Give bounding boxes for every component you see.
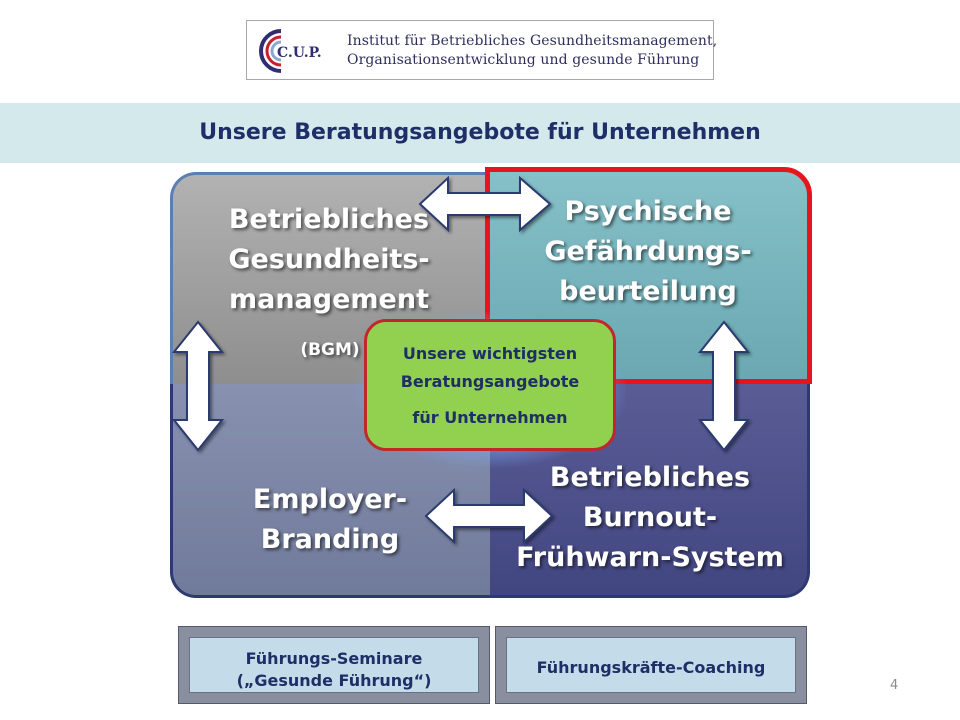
psych-label: Psychische Gefährdungs- beurteilung xyxy=(500,192,796,312)
bgm-label-line-1: Betriebliches xyxy=(228,204,430,235)
coaching-line: Führungskräfte-Coaching xyxy=(536,658,766,677)
bgm-label-line-2: Gesundheits- xyxy=(228,244,430,275)
page-number: 4 xyxy=(890,678,899,693)
executive-coaching-label: Führungskräfte-Coaching xyxy=(506,637,796,693)
psych-label-line-3: beurteilung xyxy=(559,276,737,307)
title-band: Unsere Beratungsangebote für Unternehmen xyxy=(0,103,960,163)
bgm-label: Betriebliches Gesundheits- management xyxy=(190,200,468,320)
psych-label-line-2: Gefährdungs- xyxy=(544,236,752,267)
center-box: Unsere wichtigsten Beratungsangebote für… xyxy=(364,319,616,451)
employer-label: Employer- Branding xyxy=(200,480,460,560)
burnout-label: Betriebliches Burnout- Frühwarn-System xyxy=(500,458,800,578)
psych-label-line-1: Psychische xyxy=(564,196,732,227)
center-line-2: Beratungsangebote xyxy=(400,372,580,391)
seminars-line-2: („Gesunde Führung“) xyxy=(236,671,432,690)
leadership-seminars-label: Führungs-Seminare („Gesunde Führung“) xyxy=(189,637,479,693)
burnout-label-line-2: Burnout- xyxy=(582,502,718,533)
logo-line-2: Organisationsentwicklung und gesunde Füh… xyxy=(347,52,700,68)
employer-label-line-2: Branding xyxy=(260,524,400,555)
burnout-label-line-3: Frühwarn-System xyxy=(516,542,784,573)
bgm-label-line-3: management xyxy=(228,284,429,315)
page-title: Unsere Beratungsangebote für Unternehmen xyxy=(199,120,761,145)
logo-mark-text: C.U.P. xyxy=(277,45,322,61)
employer-label-line-1: Employer- xyxy=(252,484,408,515)
center-line-1: Unsere wichtigsten xyxy=(402,344,578,363)
institute-logo: C.U.P. Institut für Betriebliches Gesund… xyxy=(246,20,718,80)
bgm-abbreviation: (BGM) xyxy=(300,340,360,360)
center-line-3: für Unternehmen xyxy=(412,408,568,427)
seminars-line-1: Führungs-Seminare xyxy=(245,649,423,668)
executive-coaching-box[interactable]: Führungskräfte-Coaching xyxy=(495,626,807,704)
cup-logo-mark-icon: C.U.P. xyxy=(259,29,322,73)
leadership-seminars-box[interactable]: Führungs-Seminare („Gesunde Führung“) xyxy=(178,626,490,704)
logo-line-1: Institut für Betriebliches Gesundheitsma… xyxy=(347,33,718,49)
